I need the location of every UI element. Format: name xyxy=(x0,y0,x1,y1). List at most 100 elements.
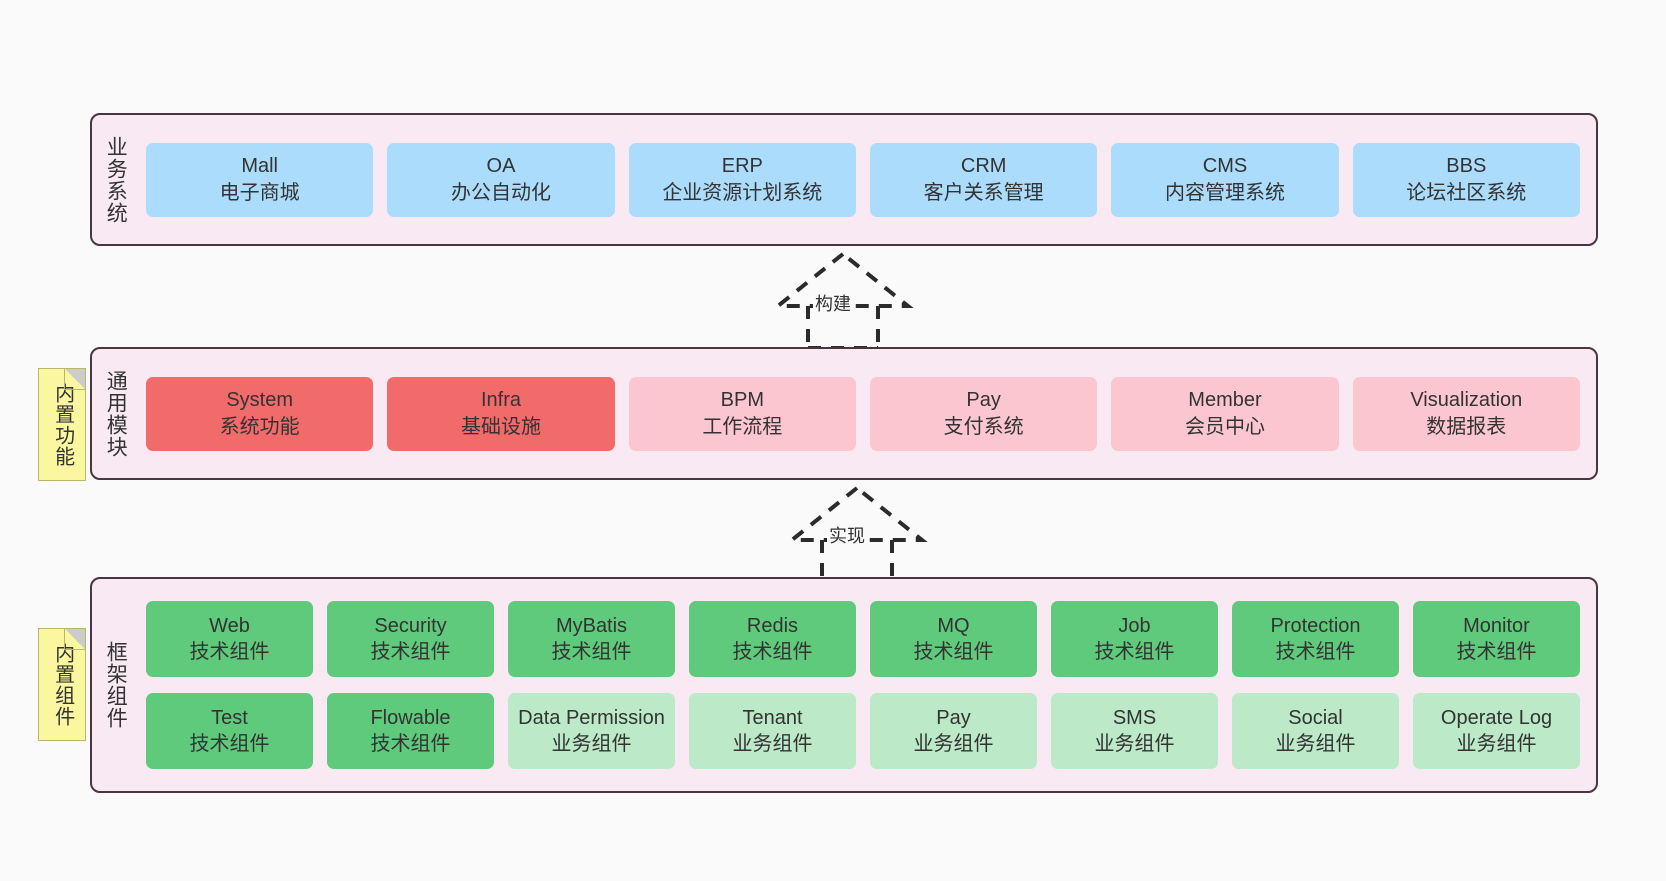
layer-framework-components: 框架组件 Web 技术组件 Security 技术组件 MyBatis 技术组件… xyxy=(90,577,1598,793)
card-title: Test xyxy=(211,706,248,729)
card-data-permission[interactable]: Data Permission 业务组件 xyxy=(508,693,675,769)
card-monitor[interactable]: Monitor 技术组件 xyxy=(1413,601,1580,677)
card-system[interactable]: System 系统功能 xyxy=(146,376,374,451)
card-bbs[interactable]: BBS 论坛社区系统 xyxy=(1352,142,1580,217)
card-title: BBS xyxy=(1446,155,1487,178)
card-title: Monitor xyxy=(1463,614,1530,637)
card-subtitle: 基础设施 xyxy=(460,415,541,438)
card-security[interactable]: Security 技术组件 xyxy=(327,601,494,677)
card-subtitle: 技术组件 xyxy=(1456,641,1537,663)
card-row: Web 技术组件 Security 技术组件 MyBatis 技术组件 Redi… xyxy=(146,601,1580,677)
card-subtitle: 客户关系管理 xyxy=(923,181,1044,204)
card-title: Infra xyxy=(480,389,521,412)
card-subtitle: 企业资源计划系统 xyxy=(662,181,823,204)
card-subtitle: 技术组件 xyxy=(1275,641,1356,663)
card-subtitle: 电子商城 xyxy=(219,181,300,204)
card-subtitle: 办公自动化 xyxy=(450,181,551,204)
card-title: Flowable xyxy=(370,706,451,729)
card-bpm[interactable]: BPM 工作流程 xyxy=(628,376,856,451)
card-erp[interactable]: ERP 企业资源计划系统 xyxy=(628,142,856,217)
card-title: CMS xyxy=(1202,155,1248,178)
card-test[interactable]: Test 技术组件 xyxy=(146,693,313,769)
layer-title-business: 业务系统 xyxy=(104,135,128,224)
card-infra[interactable]: Infra 基础设施 xyxy=(387,376,615,451)
card-title: Redis xyxy=(746,614,799,637)
card-subtitle: 内容管理系统 xyxy=(1164,181,1285,204)
card-title: Protection xyxy=(1270,614,1361,637)
card-title: Pay xyxy=(966,389,1001,412)
card-subtitle: 业务组件 xyxy=(1094,733,1175,755)
card-subtitle: 业务组件 xyxy=(732,733,813,755)
card-subtitle: 技术组件 xyxy=(189,641,270,663)
card-pay[interactable]: Pay 支付系统 xyxy=(869,376,1098,451)
card-title: SMS xyxy=(1112,706,1157,729)
card-subtitle: 业务组件 xyxy=(551,733,632,755)
card-title: Mall xyxy=(241,155,278,178)
card-subtitle: 论坛社区系统 xyxy=(1406,181,1527,204)
card-subtitle: 技术组件 xyxy=(913,641,994,663)
card-pay-business[interactable]: Pay 业务组件 xyxy=(870,693,1037,769)
card-mall[interactable]: Mall 电子商城 xyxy=(146,142,374,217)
layer-body-common: System 系统功能 Infra 基础设施 BPM 工作流程 Pay 支付系统… xyxy=(138,349,1596,478)
card-subtitle: 数据报表 xyxy=(1426,415,1507,438)
layer-title-common: 通用模块 xyxy=(104,369,128,458)
card-subtitle: 业务组件 xyxy=(1275,733,1356,755)
card-title: Member xyxy=(1188,389,1262,412)
card-title: ERP xyxy=(721,155,763,178)
card-social[interactable]: Social 业务组件 xyxy=(1232,693,1399,769)
card-title: MQ xyxy=(937,614,970,637)
layer-common-modules: 通用模块 System 系统功能 Infra 基础设施 BPM 工作流程 Pay… xyxy=(90,347,1598,480)
card-title: Tenant xyxy=(742,706,803,729)
card-tenant[interactable]: Tenant 业务组件 xyxy=(689,693,856,769)
connector-implement-label: 实现 xyxy=(827,522,867,548)
card-title: Security xyxy=(374,614,447,637)
card-subtitle: 支付系统 xyxy=(943,415,1024,438)
layer-body-business: Mall 电子商城 OA 办公自动化 ERP 企业资源计划系统 CRM 客户关系… xyxy=(138,115,1596,244)
card-title: OA xyxy=(486,155,516,178)
note-builtin-features: 内置功能 xyxy=(38,368,86,481)
card-title: CRM xyxy=(960,155,1007,178)
card-title: MyBatis xyxy=(555,614,628,637)
card-title: System xyxy=(226,389,293,412)
card-title: Web xyxy=(209,614,250,637)
card-subtitle: 系统功能 xyxy=(219,415,300,438)
card-row: Test 技术组件 Flowable 技术组件 Data Permission … xyxy=(146,693,1580,769)
card-subtitle: 会员中心 xyxy=(1184,415,1265,438)
card-title: Pay xyxy=(936,706,971,729)
card-flowable[interactable]: Flowable 技术组件 xyxy=(327,693,494,769)
card-subtitle: 技术组件 xyxy=(370,641,451,663)
card-title: Visualization xyxy=(1410,389,1523,412)
note-builtin-components: 内置组件 xyxy=(38,628,86,741)
connector-build-arrow xyxy=(772,251,914,350)
card-subtitle: 技术组件 xyxy=(732,641,813,663)
card-mq[interactable]: MQ 技术组件 xyxy=(870,601,1037,677)
card-title: Data Permission xyxy=(518,706,665,729)
layer-body-framework: Web 技术组件 Security 技术组件 MyBatis 技术组件 Redi… xyxy=(138,579,1596,791)
card-subtitle: 技术组件 xyxy=(189,733,270,755)
card-subtitle: 技术组件 xyxy=(370,733,451,755)
card-member[interactable]: Member 会员中心 xyxy=(1111,376,1339,451)
card-title: Social xyxy=(1288,706,1343,729)
card-oa[interactable]: OA 办公自动化 xyxy=(387,142,615,217)
card-crm[interactable]: CRM 客户关系管理 xyxy=(869,142,1098,217)
card-operate-log[interactable]: Operate Log 业务组件 xyxy=(1413,693,1580,769)
card-sms[interactable]: SMS 业务组件 xyxy=(1051,693,1218,769)
card-subtitle: 工作流程 xyxy=(702,415,783,438)
card-job[interactable]: Job 技术组件 xyxy=(1051,601,1218,677)
card-mybatis[interactable]: MyBatis 技术组件 xyxy=(508,601,675,677)
layer-business-systems: 业务系统 Mall 电子商城 OA 办公自动化 ERP 企业资源计划系统 CRM… xyxy=(90,113,1598,246)
card-title: Job xyxy=(1118,614,1151,637)
connector-implement-arrow xyxy=(786,485,928,584)
card-row: Mall 电子商城 OA 办公自动化 ERP 企业资源计划系统 CRM 客户关系… xyxy=(146,142,1580,217)
card-protection[interactable]: Protection 技术组件 xyxy=(1232,601,1399,677)
card-cms[interactable]: CMS 内容管理系统 xyxy=(1111,142,1339,217)
layer-title-framework: 框架组件 xyxy=(104,641,128,729)
card-title: Operate Log xyxy=(1440,706,1553,729)
card-web[interactable]: Web 技术组件 xyxy=(146,601,313,677)
card-subtitle: 业务组件 xyxy=(913,733,994,755)
connector-build-label: 构建 xyxy=(813,290,853,316)
card-title: BPM xyxy=(720,389,764,412)
card-visualization[interactable]: Visualization 数据报表 xyxy=(1352,376,1580,451)
card-redis[interactable]: Redis 技术组件 xyxy=(689,601,856,677)
